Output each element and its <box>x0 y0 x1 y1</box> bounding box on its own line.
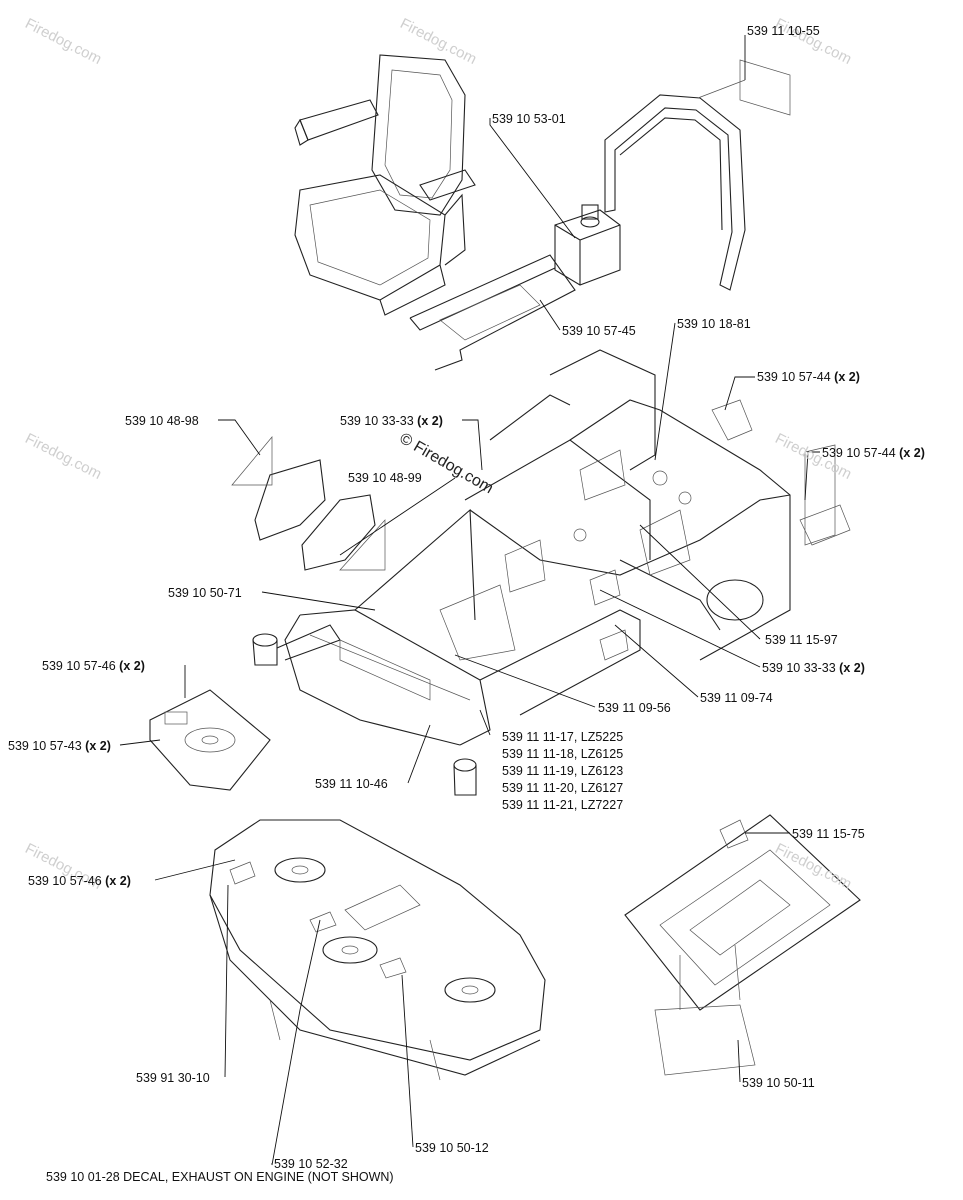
small-decals-illustration <box>711 399 851 546</box>
callout-c22: 539 10 50-12 <box>415 1141 489 1155</box>
main-frame-illustration <box>252 349 791 796</box>
model-list-item: 539 11 11-19, LZ6123 <box>502 764 624 778</box>
callout-c19: 539 11 15-75 <box>792 827 865 841</box>
callout-c17: 539 11 10-46 <box>315 777 388 791</box>
callout-c15: 539 11 09-56 <box>598 701 671 715</box>
callout-c23: 539 10 52-32 <box>274 1157 348 1171</box>
callout-c09: 539 10 48-99 <box>348 471 422 485</box>
callout-c16: 539 10 57-43 (x 2) <box>8 739 111 753</box>
callout-c05: 539 10 57-44 (x 2) <box>757 370 860 384</box>
model-list-item: 539 11 11-21, LZ7227 <box>502 798 624 812</box>
seat-illustration <box>294 54 476 316</box>
model-list-item: 539 11 11-20, LZ6127 <box>502 781 624 795</box>
model-list-item: 539 11 11-18, LZ6125 <box>502 747 624 761</box>
callout-c06: 539 10 48-98 <box>125 414 199 428</box>
leader-lines <box>119 35 820 1166</box>
bracket-plate-illustration <box>149 689 271 791</box>
model-list-item: 539 11 11-17, LZ5225 <box>502 730 624 744</box>
callout-c14: 539 11 09-74 <box>700 691 773 705</box>
callout-c13: 539 10 33-33 (x 2) <box>762 661 865 675</box>
callout-c12: 539 10 57-46 (x 2) <box>42 659 145 673</box>
side-plates-illustration <box>231 436 386 571</box>
callout-c04: 539 10 18-81 <box>677 317 751 331</box>
seat-bracket-illustration <box>409 254 576 371</box>
callout-c07: 539 10 33-33 (x 2) <box>340 414 443 428</box>
callout-c01: 539 11 10-55 <box>747 24 820 38</box>
footer-note: 539 10 01-28 DECAL, EXHAUST ON ENGINE (N… <box>46 1170 394 1184</box>
callout-c10: 539 10 50-71 <box>168 586 242 600</box>
callout-c18: 539 10 57-46 (x 2) <box>28 874 131 888</box>
callout-c08: 539 10 57-44 (x 2) <box>822 446 925 460</box>
callout-c03: 539 10 57-45 <box>562 324 636 338</box>
callout-c02: 539 10 53-01 <box>492 112 566 126</box>
callout-c21: 539 10 50-11 <box>742 1076 815 1090</box>
floor-pan-illustration <box>624 814 861 1076</box>
callout-c20: 539 91 30-10 <box>136 1071 210 1085</box>
mower-deck-illustration <box>209 819 546 1081</box>
callout-c11: 539 11 15-97 <box>765 633 838 647</box>
hydraulic-tank-illustration <box>554 204 621 286</box>
rops-bracket-illustration <box>604 59 791 291</box>
model-list: 539 11 11-17, LZ5225 539 11 11-18, LZ612… <box>502 729 623 814</box>
